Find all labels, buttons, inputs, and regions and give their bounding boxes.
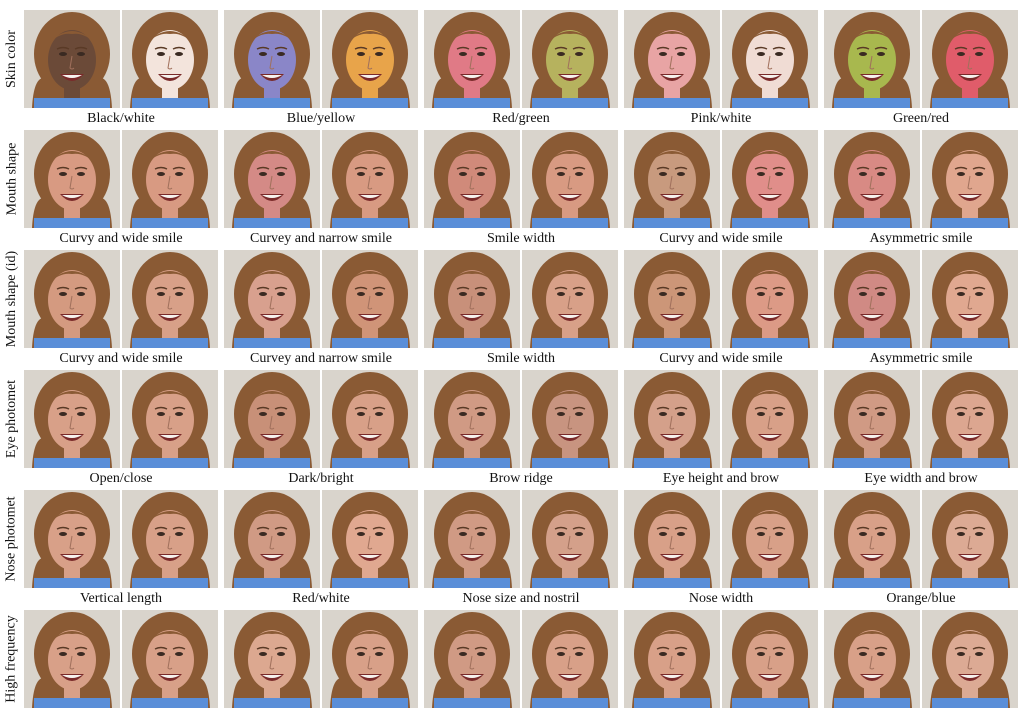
face-image-right: [322, 610, 418, 708]
panel-caption: Green/red: [893, 111, 949, 126]
row-label-text: Mouth shape (id): [4, 250, 19, 348]
face-image-left: [224, 130, 320, 228]
panel-caption: Blue/yellow: [286, 111, 356, 126]
face-image-left: [424, 610, 520, 708]
face-image-right: [122, 610, 218, 708]
face-image-right: [722, 490, 818, 588]
row-label: Skin color: [0, 10, 24, 108]
face-image-right: [922, 250, 1018, 348]
panel-caption: Brow ridge: [489, 471, 553, 486]
panel-caption: Dark/bright: [288, 471, 354, 486]
face-image-right: [322, 10, 418, 108]
face-image-left: [424, 130, 520, 228]
row-label-text: High frequency: [4, 615, 19, 703]
face-image-left: [224, 610, 320, 708]
face-image-right: [522, 130, 618, 228]
row-label-text: Mouth shape: [4, 142, 19, 216]
face-image-right: [122, 130, 218, 228]
panel-caption: Smile width: [486, 231, 556, 246]
face-image-right: [122, 370, 218, 468]
face-image-left: [24, 250, 120, 348]
face-image-right: [922, 610, 1018, 708]
face-image-left: [424, 250, 520, 348]
face-image-left: [424, 10, 520, 108]
row-label-text: Nose photomet: [4, 496, 19, 582]
face-image-right: [522, 10, 618, 108]
face-image-left: [424, 370, 520, 468]
face-image-left: [24, 610, 120, 708]
panel-caption: Orange/blue: [886, 591, 956, 606]
panel-caption: Curvy and wide smile: [59, 351, 183, 366]
face-image-left: [824, 130, 920, 228]
face-image-right: [322, 250, 418, 348]
face-image-right: [722, 610, 818, 708]
face-image-right: [722, 370, 818, 468]
face-image-left: [424, 490, 520, 588]
face-image-right: [322, 490, 418, 588]
face-image-right: [322, 370, 418, 468]
row-label: Mouth shape: [0, 130, 24, 228]
row-label: Mouth shape (id): [0, 250, 24, 348]
face-image-left: [624, 370, 720, 468]
face-image-left: [24, 10, 120, 108]
face-image-left: [624, 610, 720, 708]
face-image-left: [624, 490, 720, 588]
face-image-left: [24, 130, 120, 228]
face-image-left: [224, 370, 320, 468]
face-image-left: [24, 490, 120, 588]
panel-caption: Curvey and narrow smile: [250, 351, 392, 366]
row-label-text: Skin color: [4, 30, 20, 88]
face-image-left: [824, 610, 920, 708]
panel-caption: Red/white: [292, 591, 350, 606]
panel-caption: Open/close: [89, 471, 153, 486]
face-image-right: [122, 250, 218, 348]
panel-caption: Curvey and narrow smile: [250, 231, 392, 246]
face-image-right: [522, 370, 618, 468]
face-image-left: [624, 250, 720, 348]
face-image-left: [224, 250, 320, 348]
face-image-left: [824, 370, 920, 468]
panel-caption: Eye height and brow: [662, 471, 780, 486]
face-image-right: [522, 610, 618, 708]
face-image-left: [624, 130, 720, 228]
panel-caption: Nose width: [688, 591, 754, 606]
face-image-right: [522, 490, 618, 588]
face-image-right: [922, 130, 1018, 228]
face-image-right: [922, 370, 1018, 468]
row-label: Eye photomet: [0, 370, 24, 468]
panel-caption: Vertical length: [79, 591, 163, 606]
face-image-right: [722, 250, 818, 348]
face-image-right: [722, 10, 818, 108]
face-image-left: [824, 250, 920, 348]
face-image-right: [922, 490, 1018, 588]
face-image-right: [122, 490, 218, 588]
face-image-left: [824, 490, 920, 588]
face-image-left: [824, 10, 920, 108]
row-label: Nose photomet: [0, 490, 24, 588]
panel-caption: Asymmetric smile: [869, 351, 973, 366]
panel-caption: Red/green: [492, 111, 550, 126]
panel-caption: Nose size and nostril: [462, 591, 580, 606]
face-image-left: [24, 370, 120, 468]
face-image-right: [322, 130, 418, 228]
panel-caption: Curvy and wide smile: [659, 351, 783, 366]
face-image-left: [224, 10, 320, 108]
face-image-left: [624, 10, 720, 108]
panel-caption: Pink/white: [690, 111, 752, 126]
face-image-right: [722, 130, 818, 228]
panel-caption: Asymmetric smile: [869, 231, 973, 246]
face-image-right: [922, 10, 1018, 108]
face-image-left: [224, 490, 320, 588]
face-image-right: [522, 250, 618, 348]
face-image-right: [122, 10, 218, 108]
row-label: High frequency: [0, 610, 24, 708]
panel-caption: Curvy and wide smile: [59, 231, 183, 246]
row-label-text: Eye photomet: [4, 379, 19, 459]
panel-caption: Eye width and brow: [864, 471, 978, 486]
panel-caption: Smile width: [486, 351, 556, 366]
panel-caption: Black/white: [87, 111, 155, 126]
panel-caption: Curvy and wide smile: [659, 231, 783, 246]
